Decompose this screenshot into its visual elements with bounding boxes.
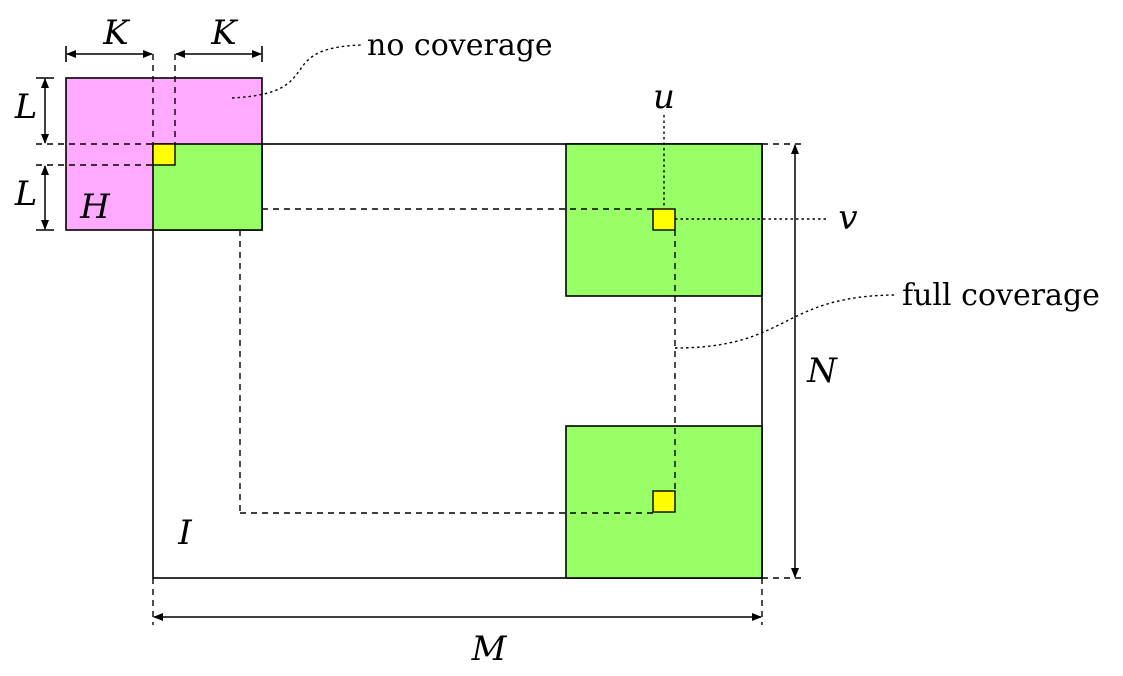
hot-pixel-bottom xyxy=(652,490,676,513)
label-l-top: L xyxy=(14,87,38,127)
label-no-coverage: no coverage xyxy=(367,28,553,63)
label-u: u xyxy=(653,77,675,117)
label-kernel-h: H xyxy=(79,187,111,227)
label-k-right: K xyxy=(210,13,239,53)
image-frame xyxy=(152,143,763,579)
label-width-m: M xyxy=(471,629,508,669)
hot-pixel-top xyxy=(652,208,676,231)
label-k-left: K xyxy=(102,13,131,53)
dashed-guides xyxy=(36,54,805,625)
label-l-bottom: L xyxy=(14,174,38,214)
label-image-i: I xyxy=(177,513,192,553)
dotted-pointers xyxy=(231,44,896,349)
label-v: v xyxy=(838,198,857,238)
label-height-n: N xyxy=(806,351,838,391)
hot-pixel-kernel xyxy=(152,143,176,166)
label-full-coverage: full coverage xyxy=(902,278,1100,313)
